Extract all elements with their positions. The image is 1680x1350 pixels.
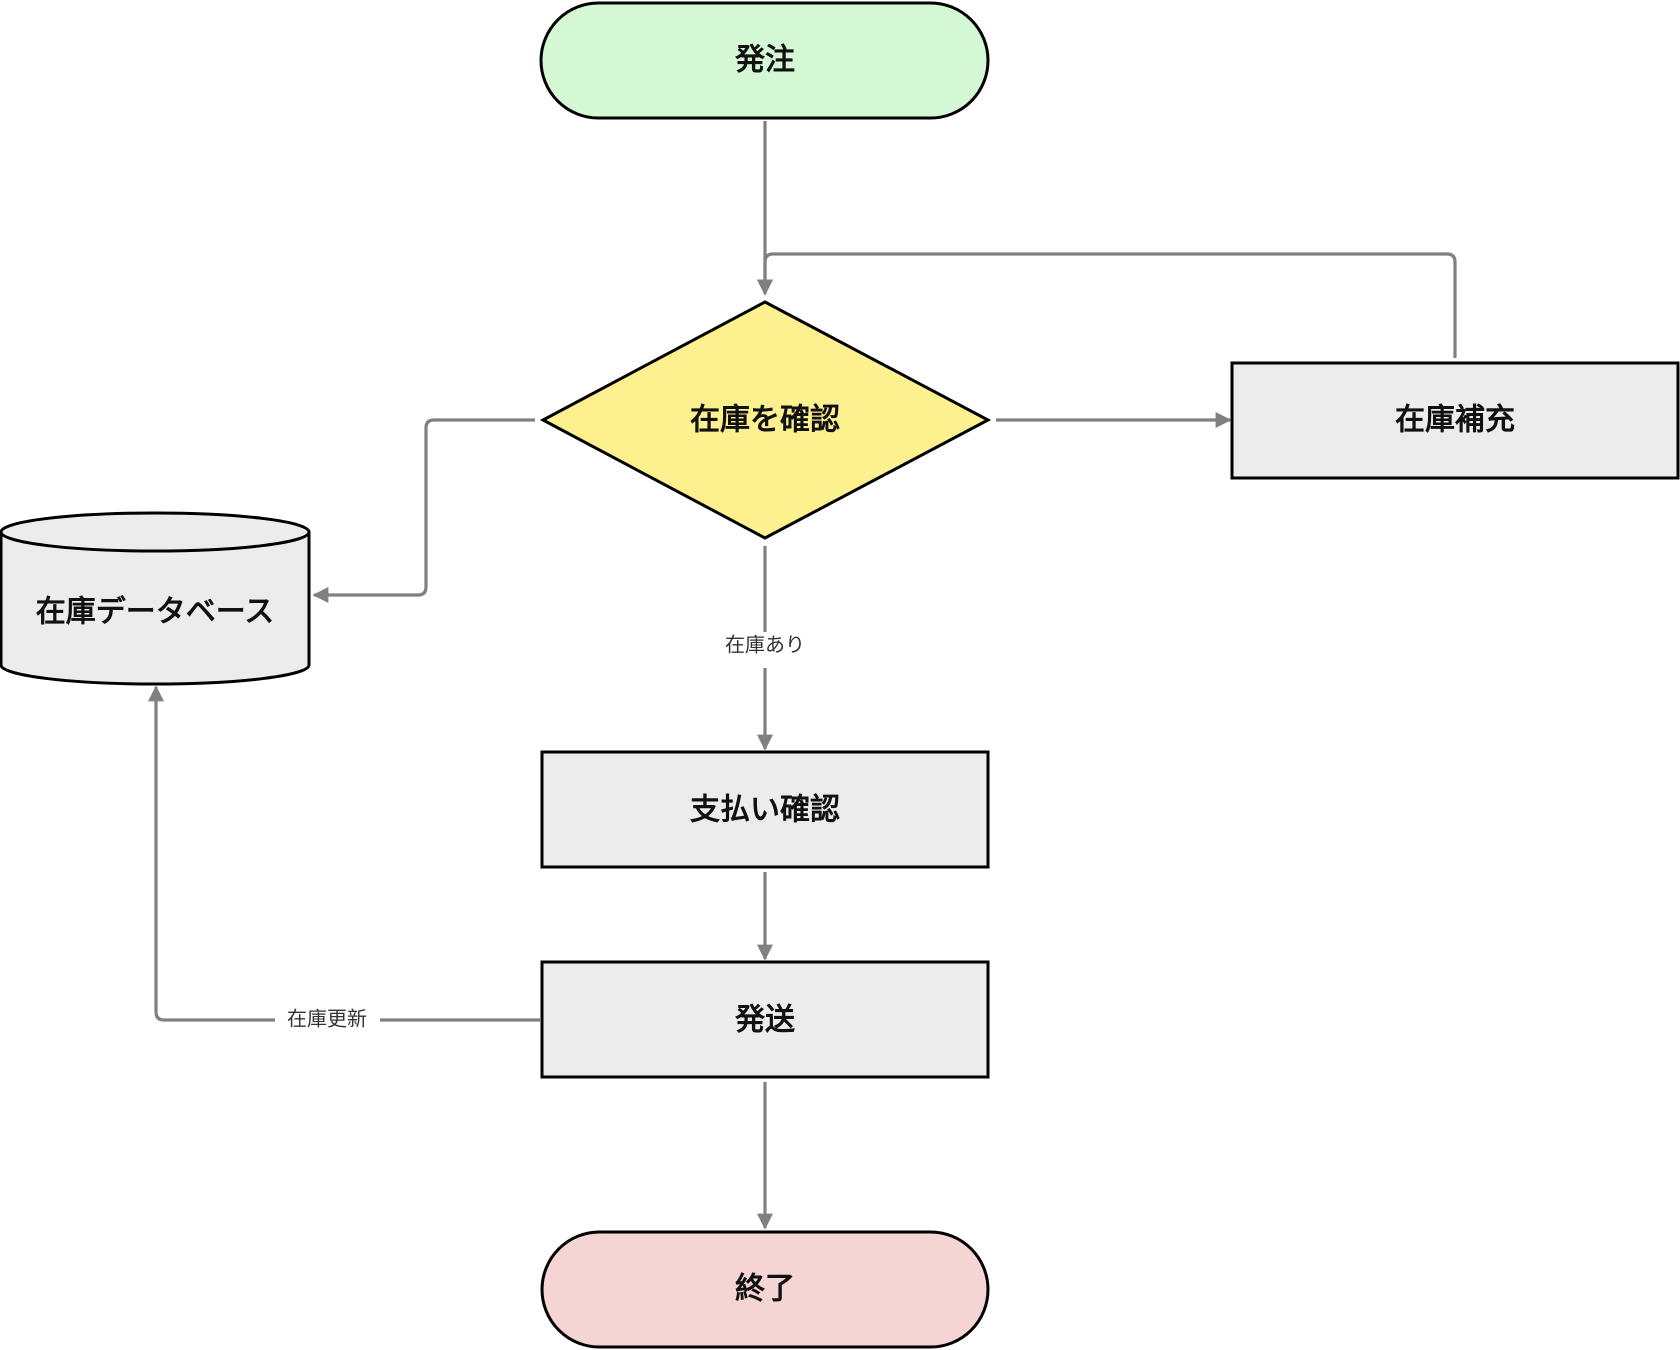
start-node-label: 発注 — [734, 43, 795, 78]
end-node[interactable]: 終了 — [540, 1230, 990, 1349]
payment-node-shape — [540, 750, 990, 869]
edge-check-to-database — [312, 418, 535, 603]
restock-node-shape — [1230, 361, 1680, 480]
end-node-label: 終了 — [735, 1272, 795, 1307]
edge-label-in-stock: 在庫あり — [725, 633, 805, 657]
restock-node-label: 在庫補充 — [1395, 403, 1515, 438]
payment-node[interactable]: 支払い確認 — [540, 750, 990, 869]
database-top — [0, 511, 311, 553]
database-label: 在庫データベース — [36, 595, 275, 630]
inventory-database[interactable]: 在庫データベース — [0, 511, 311, 686]
ship-node[interactable]: 発送 — [540, 960, 990, 1079]
ship-node-label: 発送 — [734, 1003, 795, 1038]
check-stock-decision[interactable]: 在庫を確認 — [539, 300, 992, 540]
database-body — [0, 532, 311, 686]
check-stock-label: 在庫を確認 — [690, 403, 840, 438]
start-node[interactable]: 発注 — [539, 1, 990, 120]
edge-restock-loop — [757, 252, 1457, 358]
start-node-shape — [539, 1, 990, 120]
ship-node-shape — [540, 960, 990, 1079]
edge-ship-to-database — [156, 687, 540, 1022]
restock-node[interactable]: 在庫補充 — [1230, 361, 1680, 480]
edge-label-update-stock: 在庫更新 — [287, 1007, 367, 1031]
end-node-shape — [540, 1230, 990, 1349]
payment-node-label: 支払い確認 — [690, 793, 840, 828]
check-stock-shape — [539, 300, 992, 540]
